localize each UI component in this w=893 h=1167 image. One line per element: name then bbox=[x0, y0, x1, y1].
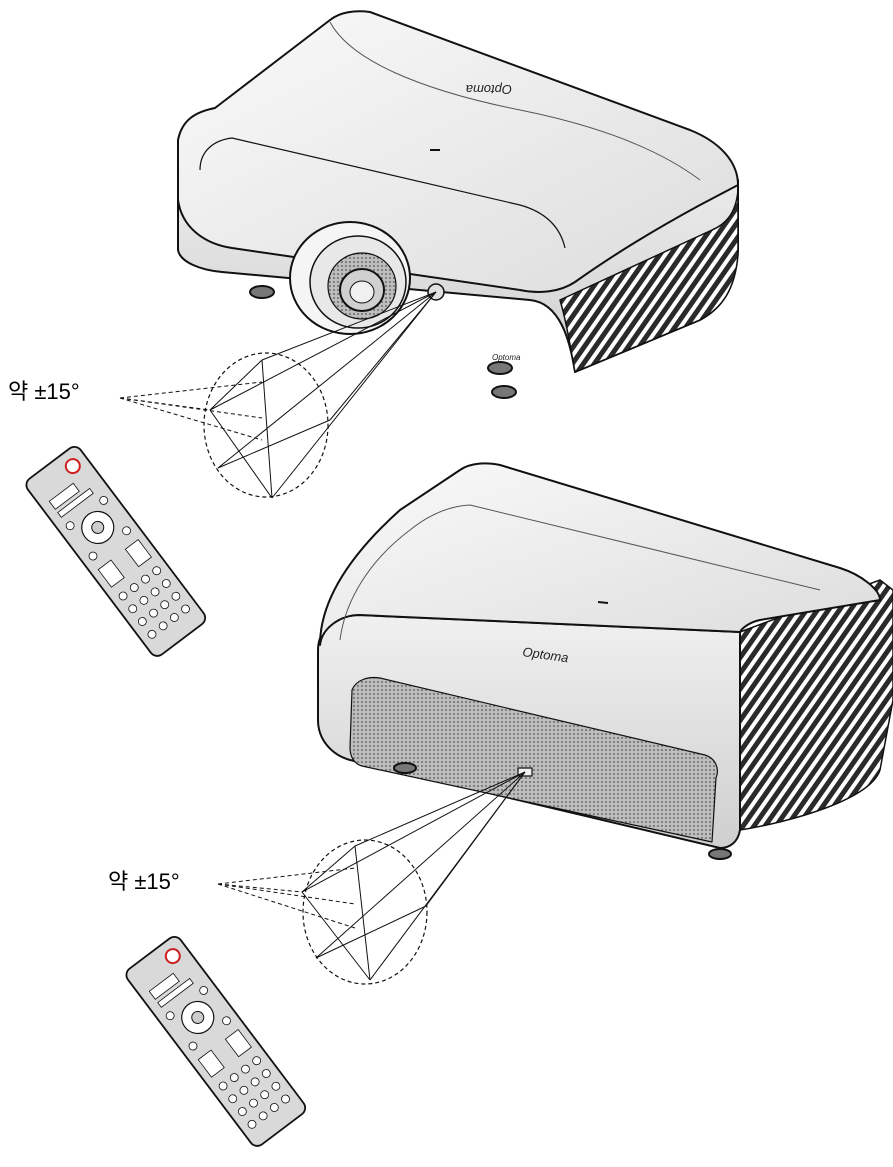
brand-logo-top-front: Optoma bbox=[492, 353, 521, 362]
remote-control-top bbox=[25, 445, 207, 657]
projector-lens bbox=[289, 221, 411, 335]
ir-signal-cone-top bbox=[119, 291, 437, 499]
angle-label-top: 약 ±15° bbox=[8, 379, 80, 404]
power-button-icon bbox=[64, 458, 81, 475]
foot bbox=[491, 385, 517, 399]
foot bbox=[708, 848, 732, 860]
remote-control-bottom bbox=[125, 935, 307, 1147]
power-button-icon bbox=[164, 948, 181, 965]
ir-signal-cone-bottom bbox=[217, 771, 526, 985]
front-grille bbox=[349, 676, 718, 843]
foot bbox=[249, 285, 275, 299]
projector-top bbox=[177, 10, 739, 399]
angle-label-bottom: 약 ±15° bbox=[108, 869, 180, 894]
projector-bottom bbox=[317, 462, 893, 860]
brand-logo-bottom: Optoma bbox=[522, 644, 570, 665]
vent-panel bbox=[559, 189, 739, 373]
foot bbox=[487, 361, 513, 375]
vent-panel bbox=[739, 579, 893, 831]
foot bbox=[393, 762, 417, 774]
brand-logo-top-lid: Optoma bbox=[466, 82, 512, 97]
